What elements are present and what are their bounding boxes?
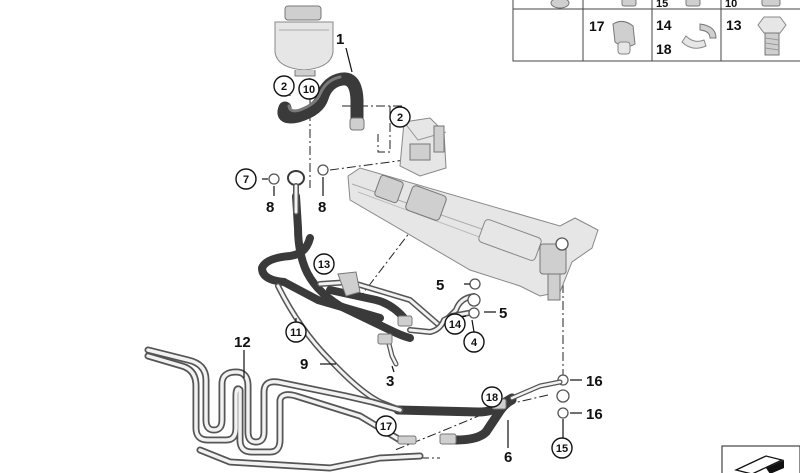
svg-text:14: 14 (449, 319, 462, 331)
svg-text:18: 18 (486, 392, 498, 404)
steering-rack (347, 167, 599, 301)
callout-17: 17 (375, 415, 397, 437)
inset-label-10: 10 (725, 0, 737, 10)
return-hose-6 (393, 379, 563, 445)
callout-12: 12 (234, 334, 251, 351)
callout-13: 13 (313, 253, 335, 275)
bracket-clip-icon (681, 23, 717, 49)
pressure-line-fitting (287, 170, 305, 215)
suction-hose-1 (277, 72, 365, 131)
svg-text:2: 2 (397, 112, 403, 124)
reservoir (274, 5, 334, 77)
seal-ring-5b (468, 307, 480, 319)
fitting-14 (467, 293, 481, 307)
svg-text:13: 13 (318, 259, 330, 271)
inset-label-17: 17 (589, 18, 605, 34)
steering-pump (399, 117, 447, 177)
svg-text:4: 4 (471, 337, 478, 349)
pressure-hose-assembly (258, 192, 414, 342)
bracket-13 (337, 271, 361, 297)
callout-8a: 8 (266, 199, 274, 216)
oil-cooler-12 (144, 346, 424, 472)
callout-8b: 8 (318, 199, 326, 216)
callout-7: 7 (235, 168, 257, 190)
seal-ring-8 (317, 164, 329, 176)
seal-ring-7 (268, 173, 280, 185)
inset-bolt-head-icon (761, 0, 781, 7)
callout-1: 1 (336, 31, 344, 48)
callout-2a: 2 (273, 75, 295, 97)
leader-bracket-rack (357, 231, 411, 301)
callout-4: 4 (463, 331, 485, 353)
callout-16b: 16 (586, 406, 603, 423)
clamp-17-icon (612, 20, 636, 55)
svg-text:7: 7 (243, 174, 249, 186)
callout-5b: 5 (499, 305, 507, 322)
svg-text:2: 2 (281, 81, 287, 93)
callout-leaders (243, 47, 582, 448)
seal-ring-16b (557, 407, 569, 419)
svg-text:11: 11 (290, 327, 302, 339)
inset-label-18: 18 (656, 41, 672, 57)
callout-6: 6 (504, 449, 512, 466)
inset-label-13: 13 (726, 17, 742, 33)
diagram-symbol-box (721, 445, 800, 473)
callout-10: 10 (298, 78, 320, 100)
callout-16a: 16 (586, 373, 603, 390)
return-pipe-9 (275, 283, 403, 413)
callout-15: 15 (551, 437, 573, 459)
callout-labels: 1 8 8 5 5 9 3 12 6 16 16 (234, 31, 603, 466)
inset-fitting-icon (621, 0, 637, 7)
inset-label-14: 14 (656, 17, 672, 33)
callout-9: 9 (300, 356, 308, 373)
callout-5a: 5 (436, 277, 444, 294)
circled-callouts: 2 10 2 7 13 14 4 11 (235, 75, 573, 459)
svg-text:15: 15 (556, 443, 568, 455)
callout-18: 18 (481, 386, 503, 408)
bolt-13-icon (757, 16, 787, 56)
inset-cap-icon (685, 0, 701, 7)
callout-11: 11 (285, 321, 307, 343)
inset-grommet-icon (550, 0, 570, 9)
callout-2b: 2 (389, 106, 411, 128)
svg-text:10: 10 (303, 84, 315, 96)
seal-ring-5a (469, 278, 481, 290)
callout-14: 14 (444, 313, 466, 335)
callout-3: 3 (386, 373, 394, 390)
banjo-fitting-15 (556, 389, 570, 403)
seal-rings (268, 164, 570, 419)
parts-inset-table: 15 10 17 14 18 13 (512, 0, 800, 62)
leader-rack-return (394, 394, 549, 451)
inset-label-15: 15 (656, 0, 668, 10)
triangle-marker-icon (766, 460, 784, 473)
leader-pump-inlet (377, 106, 391, 153)
svg-text:17: 17 (380, 421, 392, 433)
